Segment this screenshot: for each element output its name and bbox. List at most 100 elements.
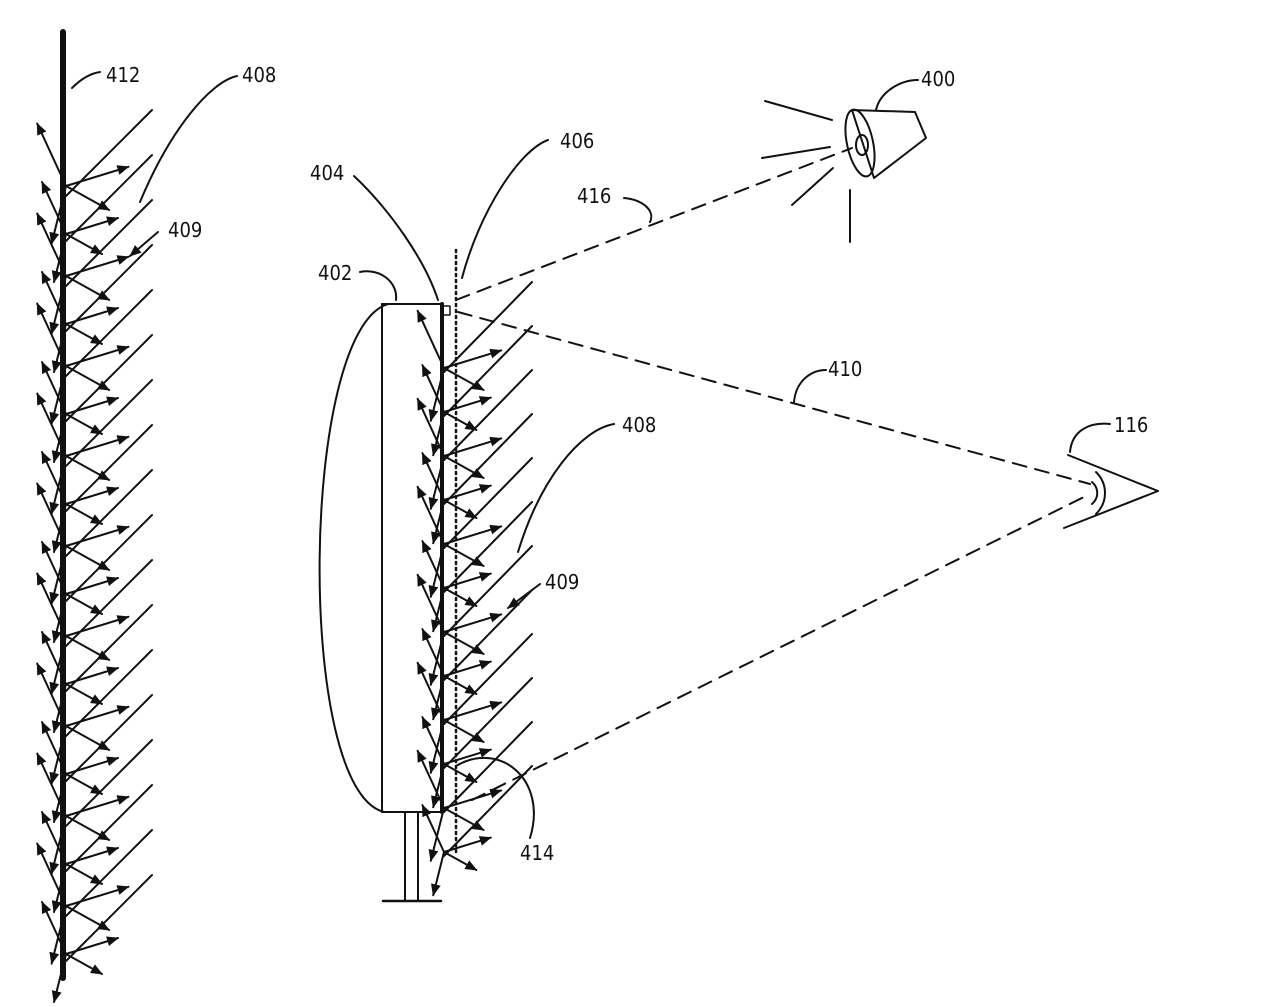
- scatter-arrow: [65, 413, 103, 435]
- incident-ray: [443, 721, 533, 813]
- scatter-arrow: [443, 411, 478, 431]
- scatter-arrow: [49, 185, 67, 245]
- scatter-arrow: [65, 905, 111, 931]
- scatter-arrow: [65, 486, 119, 505]
- label-116: 116: [1114, 413, 1148, 437]
- scatter-arrow: [36, 662, 67, 727]
- scatter-arrow: [443, 631, 485, 655]
- incident-ray: [65, 874, 153, 962]
- scatter-arrow: [443, 612, 503, 633]
- scatter-arrow: [65, 545, 111, 571]
- leader-404: [353, 175, 439, 301]
- scatter-arrow: [431, 675, 445, 721]
- scatter-arrow: [65, 725, 111, 751]
- reference-labels: 412 408 409 404 406 416 400 402 410 408 …: [106, 63, 1148, 865]
- scatter-arrow: [36, 302, 67, 367]
- incident-ray: [443, 457, 533, 549]
- incident-ray: [443, 281, 533, 373]
- scatter-arrow: [49, 815, 67, 875]
- scatter-arrow: [51, 503, 67, 553]
- scatter-arrow: [36, 842, 67, 907]
- scatter-arrow: [41, 811, 67, 865]
- scatter-arrow: [416, 661, 445, 721]
- scatter-arrow: [36, 392, 67, 457]
- leader-406: [461, 139, 549, 279]
- scatter-arrow: [443, 587, 478, 607]
- scatter-arrow: [428, 455, 445, 510]
- scatter-arrow: [51, 863, 67, 913]
- label-414: 414: [520, 841, 554, 865]
- scatter-arrow: [65, 683, 103, 705]
- scatter-arrow: [443, 836, 492, 853]
- scatter-arrow: [41, 901, 67, 955]
- scatter-arrow: [416, 573, 445, 633]
- incident-ray: [65, 604, 153, 692]
- scatter-arrow: [49, 365, 67, 425]
- scatter-arrow: [443, 851, 478, 871]
- incident-ray: [65, 244, 153, 332]
- scatter-arrow: [443, 660, 492, 677]
- incident-ray: [65, 829, 153, 917]
- leader-414: [455, 756, 535, 839]
- scatter-arrow: [51, 683, 67, 733]
- scatter-arrow: [41, 721, 67, 775]
- scatter-arrow: [416, 485, 445, 545]
- scatter-arrow: [36, 482, 67, 547]
- scatter-arrow: [443, 572, 492, 589]
- scatter-arrow: [51, 593, 67, 643]
- scatter-arrow: [428, 631, 445, 686]
- scatter-arrow: [421, 452, 445, 501]
- scatter-arrow: [41, 541, 67, 595]
- scatter-arrow: [428, 807, 445, 862]
- scatter-arrow: [49, 275, 67, 335]
- scatter-arrow: [65, 525, 130, 547]
- incident-ray: [65, 559, 153, 647]
- leader-lines: [71, 71, 1111, 839]
- leader-400: [875, 79, 919, 111]
- scatter-arrow: [36, 212, 67, 277]
- scatter-arrow: [421, 804, 445, 853]
- scatter-arrow: [443, 436, 503, 457]
- wall-scatter-rays: [36, 109, 153, 1003]
- scatter-arrow: [443, 484, 492, 501]
- scatter-arrow: [421, 716, 445, 765]
- scatter-arrow: [65, 863, 103, 885]
- leader-116: [1069, 422, 1111, 453]
- scatter-arrow: [65, 165, 130, 187]
- scatter-arrow: [416, 397, 445, 457]
- scatter-arrow: [65, 885, 130, 907]
- scatter-arrow: [416, 749, 445, 809]
- incident-ray: [65, 199, 153, 287]
- label-412: 412: [106, 63, 140, 87]
- scatter-arrow: [41, 271, 67, 325]
- scatter-arrow: [65, 953, 103, 975]
- scatter-arrow: [428, 719, 445, 774]
- sensor-marker: [442, 305, 451, 316]
- scatter-arrow: [41, 631, 67, 685]
- scatter-arrow: [41, 451, 67, 505]
- scatter-arrow: [65, 815, 111, 841]
- scatter-arrow: [65, 435, 130, 457]
- scatter-arrow: [49, 635, 67, 695]
- incident-ray: [443, 545, 533, 637]
- arrow-409-left: [129, 231, 159, 257]
- leader-408-right: [517, 423, 615, 553]
- scatter-arrow: [49, 725, 67, 785]
- scatter-arrow: [65, 185, 111, 211]
- label-406: 406: [560, 129, 594, 153]
- label-408-left: 408: [242, 63, 276, 87]
- leader-408-left: [139, 75, 238, 203]
- scatter-arrow: [65, 503, 103, 525]
- incident-ray: [65, 514, 153, 602]
- scatter-arrow: [65, 615, 130, 637]
- scatter-arrow: [65, 365, 111, 391]
- scatter-arrow: [443, 543, 485, 567]
- incident-ray: [65, 469, 153, 557]
- arrow-409-right: [507, 583, 541, 609]
- scatter-arrow: [65, 795, 130, 817]
- projection-line-416: [455, 147, 853, 301]
- scatter-arrow: [443, 348, 503, 369]
- scatter-arrow: [51, 953, 67, 1003]
- incident-ray: [443, 633, 533, 725]
